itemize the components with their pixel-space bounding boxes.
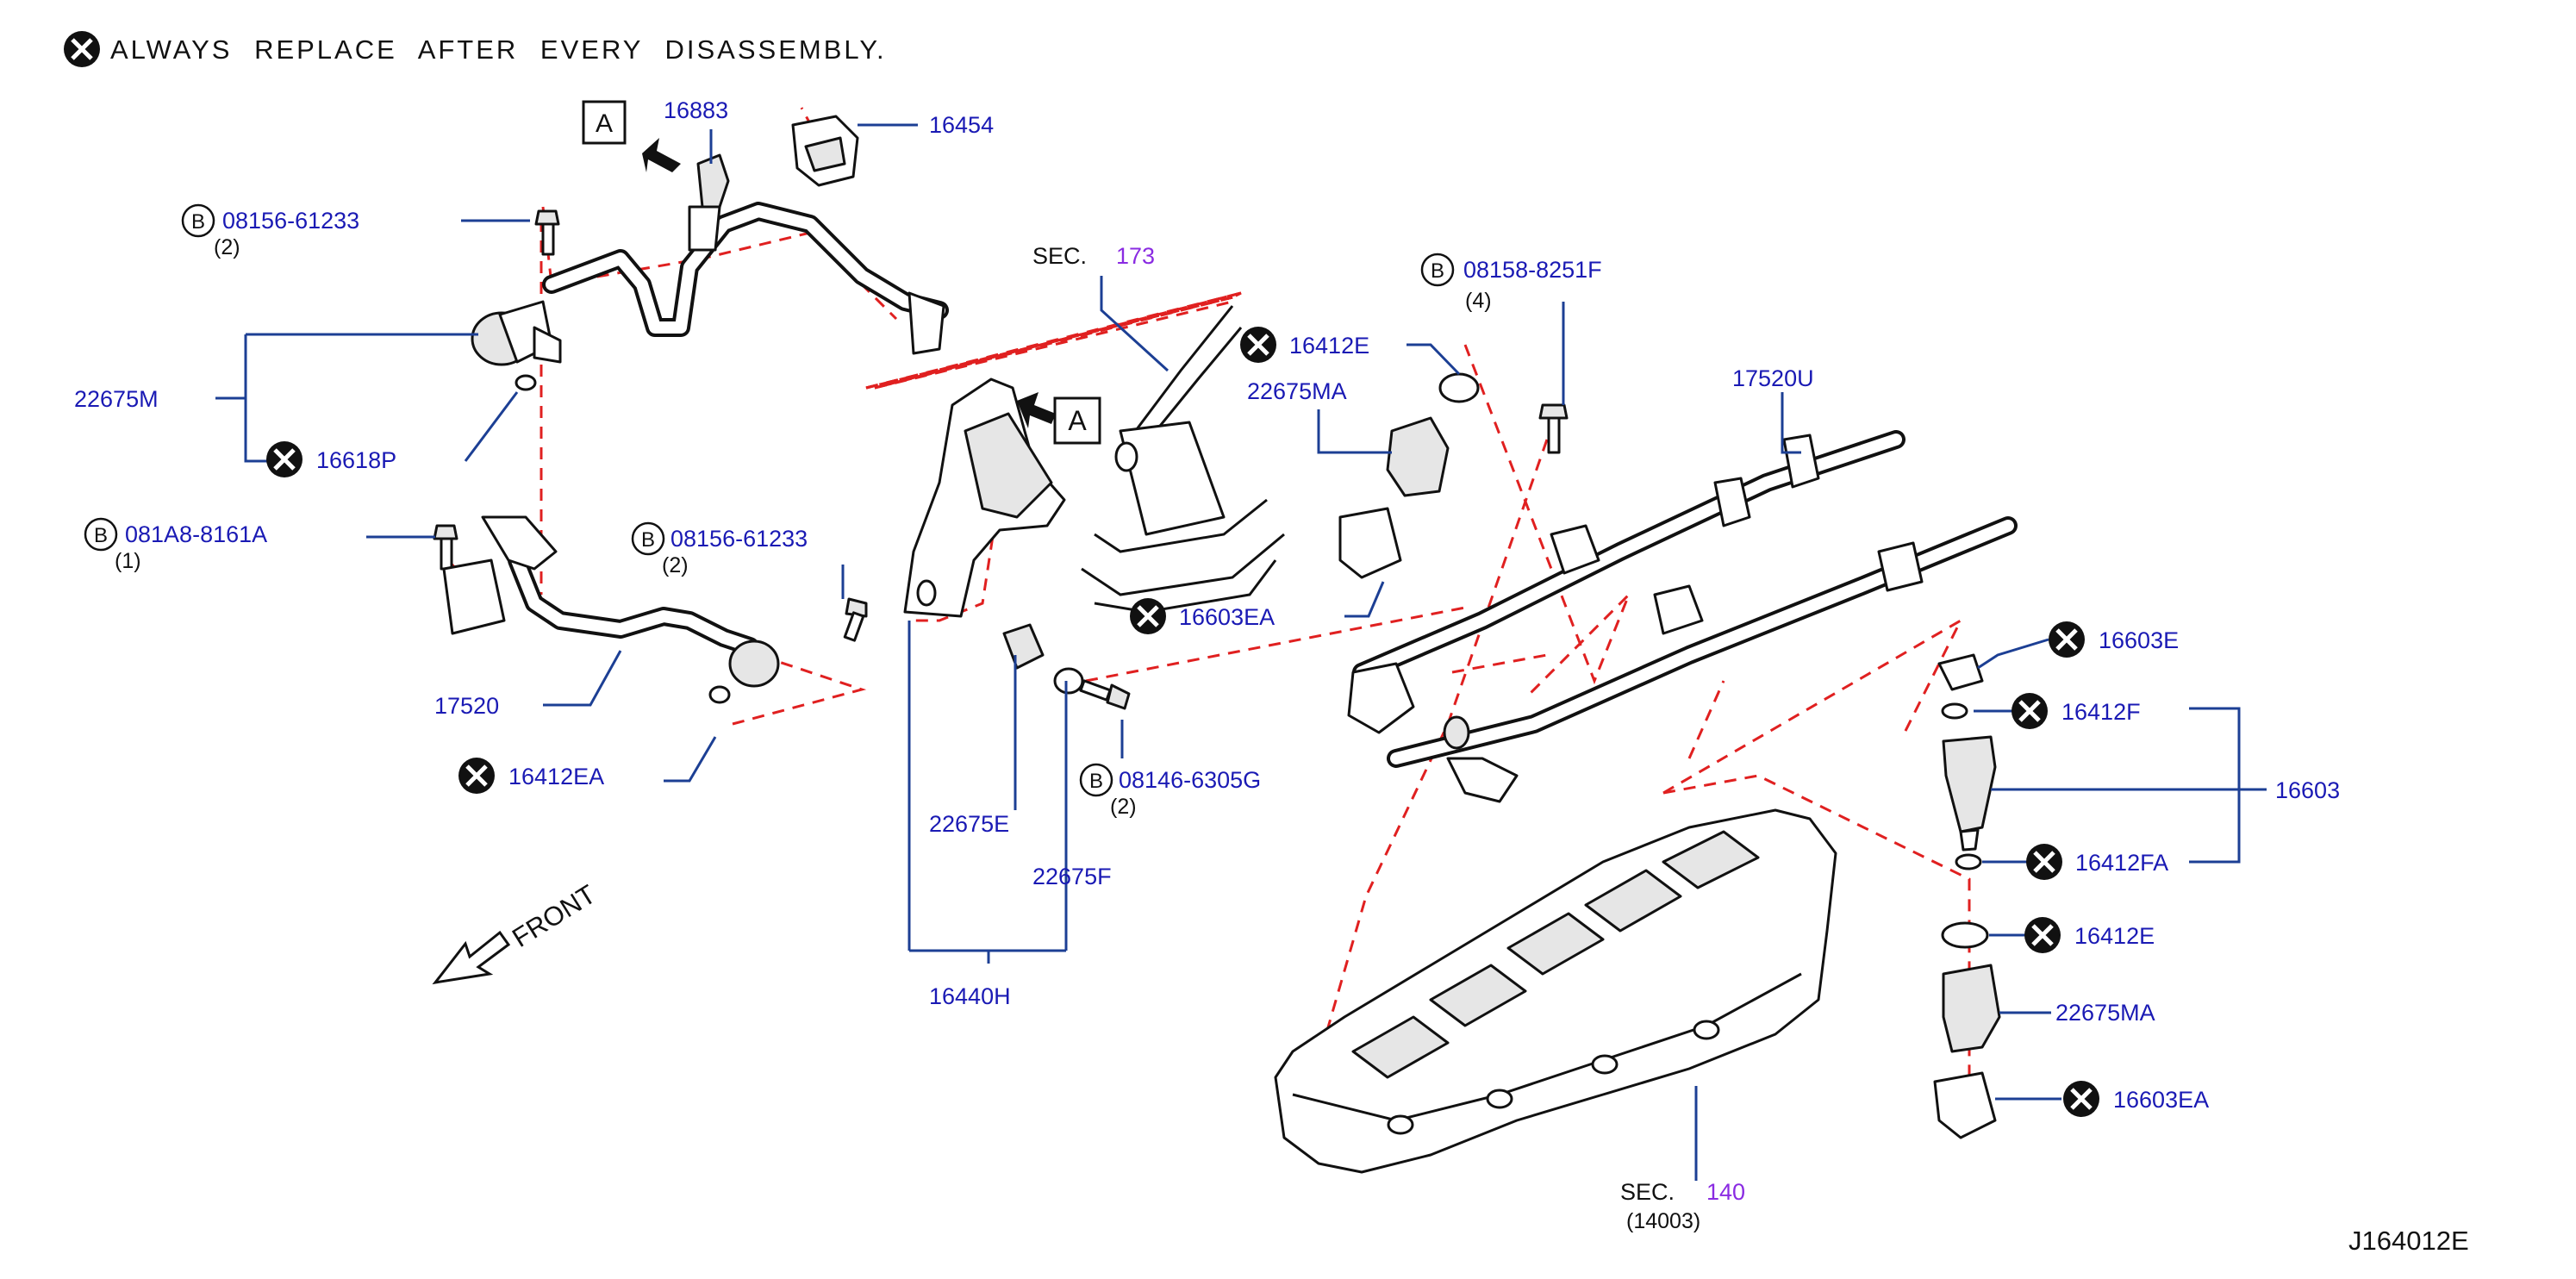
leader-lines bbox=[215, 123, 2267, 1181]
sec-prefix-173: SEC. bbox=[1032, 243, 1087, 269]
replace-callout-16412ea: 16412EA bbox=[458, 758, 604, 794]
part-label-16454[interactable]: 16454 bbox=[929, 112, 994, 138]
bolt-callout-08146-6305g: B 08146-6305G (2) bbox=[1079, 763, 1261, 819]
bolt-callout-08156-61233-a: B 08156-61233 (2) bbox=[181, 203, 359, 259]
injector-oring-16412f[interactable] bbox=[1941, 702, 1968, 720]
injector-oring-16412fa[interactable] bbox=[1955, 853, 1982, 870]
part-label-16603ea-b[interactable]: 16603EA bbox=[2113, 1087, 2209, 1113]
part-label-16603ea-a[interactable]: 16603EA bbox=[1179, 604, 1275, 630]
replace-callout-16412e-b: 16412E bbox=[2024, 917, 2155, 953]
part-label-17520[interactable]: 17520 bbox=[434, 693, 499, 719]
view-ref-a-mid-label: A bbox=[1068, 405, 1087, 436]
connector-16454[interactable] bbox=[791, 115, 859, 187]
view-ref-a-top-label: A bbox=[596, 109, 613, 138]
sec-link-140[interactable]: 140 bbox=[1706, 1179, 1745, 1205]
qty-08156-61233-a: (2) bbox=[214, 235, 240, 259]
injector-clip-16603ea-lower[interactable] bbox=[1933, 1071, 1997, 1139]
pressure-sensor-16883[interactable] bbox=[688, 153, 730, 252]
fuel-hose-assembly-sec173[interactable] bbox=[1081, 305, 1285, 614]
bolt-marker-icon bbox=[1079, 763, 1113, 797]
part-label-081a8-8161a[interactable]: 081A8-8161A bbox=[125, 521, 267, 547]
front-label: FRONT bbox=[507, 879, 601, 953]
part-label-08158-8251f[interactable]: 08158-8251F bbox=[1463, 257, 1602, 283]
bolt-marker-text: B bbox=[1089, 770, 1103, 793]
part-label-16412f[interactable]: 16412F bbox=[2061, 699, 2141, 725]
injector-cap-22675ma-lower[interactable] bbox=[1942, 964, 2001, 1053]
part-label-08146-6305g[interactable]: 08146-6305G bbox=[1119, 767, 1261, 793]
view-ref-a-top: A bbox=[582, 100, 681, 172]
bolt-08156-61233-a[interactable] bbox=[534, 209, 560, 256]
part-label-16440h[interactable]: 16440H bbox=[929, 983, 1011, 1009]
part-label-16603e[interactable]: 16603E bbox=[2099, 627, 2179, 653]
view-arrow-icon bbox=[642, 138, 681, 172]
bolt-08158-8251F[interactable] bbox=[1538, 403, 1569, 454]
part-label-16883[interactable]: 16883 bbox=[664, 97, 728, 123]
replace-notice-text: ALWAYS REPLACE AFTER EVERY DISASSEMBLY. bbox=[110, 34, 887, 65]
replace-callout-16412f: 16412F bbox=[2012, 693, 2141, 729]
part-label-16412ea[interactable]: 16412EA bbox=[508, 764, 604, 789]
assembly-guide-lines bbox=[446, 107, 1971, 1112]
bolt-marker-text: B bbox=[641, 528, 655, 552]
part-label-22675ma-b[interactable]: 22675MA bbox=[2055, 1000, 2155, 1026]
replace-callout-16412e-a: 16412E bbox=[1240, 327, 1369, 363]
part-label-22675e[interactable]: 22675E bbox=[929, 811, 1009, 837]
qty-081a8-8161a: (1) bbox=[115, 549, 141, 573]
front-arrow-icon bbox=[432, 930, 511, 985]
view-ref-a-mid: A bbox=[1017, 392, 1101, 445]
diagram-id: J164012E bbox=[2348, 1226, 2469, 1256]
replace-callout-16603ea-a: 16603EA bbox=[1130, 598, 1275, 634]
injector-cap-22675ma-upper[interactable] bbox=[1338, 372, 1480, 579]
bracket-16440h[interactable] bbox=[903, 377, 1084, 695]
bolt-08146-6305G[interactable] bbox=[1079, 679, 1131, 710]
view-arrow-icon bbox=[1017, 392, 1056, 428]
bolt-marker-icon bbox=[84, 517, 118, 552]
part-label-08156-61233-a[interactable]: 08156-61233 bbox=[222, 208, 359, 234]
sec-callout-173: SEC. 173 bbox=[1032, 243, 1155, 269]
qty-08146-6305g: (2) bbox=[1110, 795, 1137, 819]
injector-clip-16603e[interactable] bbox=[1937, 653, 1984, 691]
fuel-injector-16603[interactable] bbox=[1942, 735, 1997, 852]
part-label-16412e-b[interactable]: 16412E bbox=[2074, 923, 2155, 949]
bolt-081A8-8161A[interactable] bbox=[433, 524, 458, 571]
replace-callout-16603ea-b: 16603EA bbox=[2063, 1081, 2209, 1117]
bolt-marker-text: B bbox=[191, 210, 205, 234]
intake-manifold-sec140[interactable] bbox=[1274, 808, 1837, 1174]
part-label-22675ma-a[interactable]: 22675MA bbox=[1247, 378, 1347, 404]
bolt-08156-61233-b[interactable] bbox=[843, 597, 868, 642]
fuel-rail-upper-17520u[interactable] bbox=[1347, 430, 2018, 803]
bolt-marker-text: B bbox=[94, 524, 108, 547]
part-label-16412fa[interactable]: 16412FA bbox=[2075, 850, 2168, 876]
injector-seal-16412e-lower[interactable] bbox=[1941, 921, 1989, 949]
front-direction: FRONT bbox=[432, 879, 601, 985]
replace-callout-16618p: 16618P bbox=[266, 441, 396, 477]
part-label-22675m[interactable]: 22675M bbox=[74, 386, 159, 412]
part-label-16412e-a[interactable]: 16412E bbox=[1289, 333, 1369, 359]
bolt-callout-08156-61233-b: B 08156-61233 (2) bbox=[631, 521, 808, 577]
sec-prefix-140: SEC. bbox=[1620, 1179, 1675, 1205]
replace-callout-16412fa: 16412FA bbox=[2026, 844, 2168, 880]
qty-08158-8251f: (4) bbox=[1465, 289, 1492, 313]
sec-callout-140: SEC. 140 (14003) bbox=[1620, 1179, 1745, 1233]
bolt-callout-08158-8251f: B 08158-8251F (4) bbox=[1420, 253, 1602, 313]
replace-callout-16603e: 16603E bbox=[2049, 621, 2179, 658]
sec-link-173[interactable]: 173 bbox=[1116, 243, 1155, 269]
bolt-callout-081a8-8161a: B 081A8-8161A (1) bbox=[84, 517, 267, 573]
part-label-16618p[interactable]: 16618P bbox=[316, 447, 396, 473]
bolt-marker-text: B bbox=[1431, 259, 1444, 283]
bolt-marker-icon bbox=[631, 521, 665, 556]
qty-08156-61233-b: (2) bbox=[662, 553, 689, 577]
part-label-08156-61233-b[interactable]: 08156-61233 bbox=[671, 526, 808, 552]
bolt-marker-icon bbox=[181, 203, 215, 238]
part-label-22675f[interactable]: 22675F bbox=[1032, 864, 1112, 889]
fuel-tube-17520[interactable] bbox=[442, 515, 780, 704]
sec-sub-140: (14003) bbox=[1626, 1209, 1700, 1233]
part-label-16603[interactable]: 16603 bbox=[2275, 777, 2340, 803]
bolt-marker-icon bbox=[1420, 253, 1455, 287]
part-label-17520u[interactable]: 17520U bbox=[1732, 365, 1814, 391]
replace-notice: ALWAYS REPLACE AFTER EVERY DISASSEMBLY. bbox=[64, 31, 887, 67]
